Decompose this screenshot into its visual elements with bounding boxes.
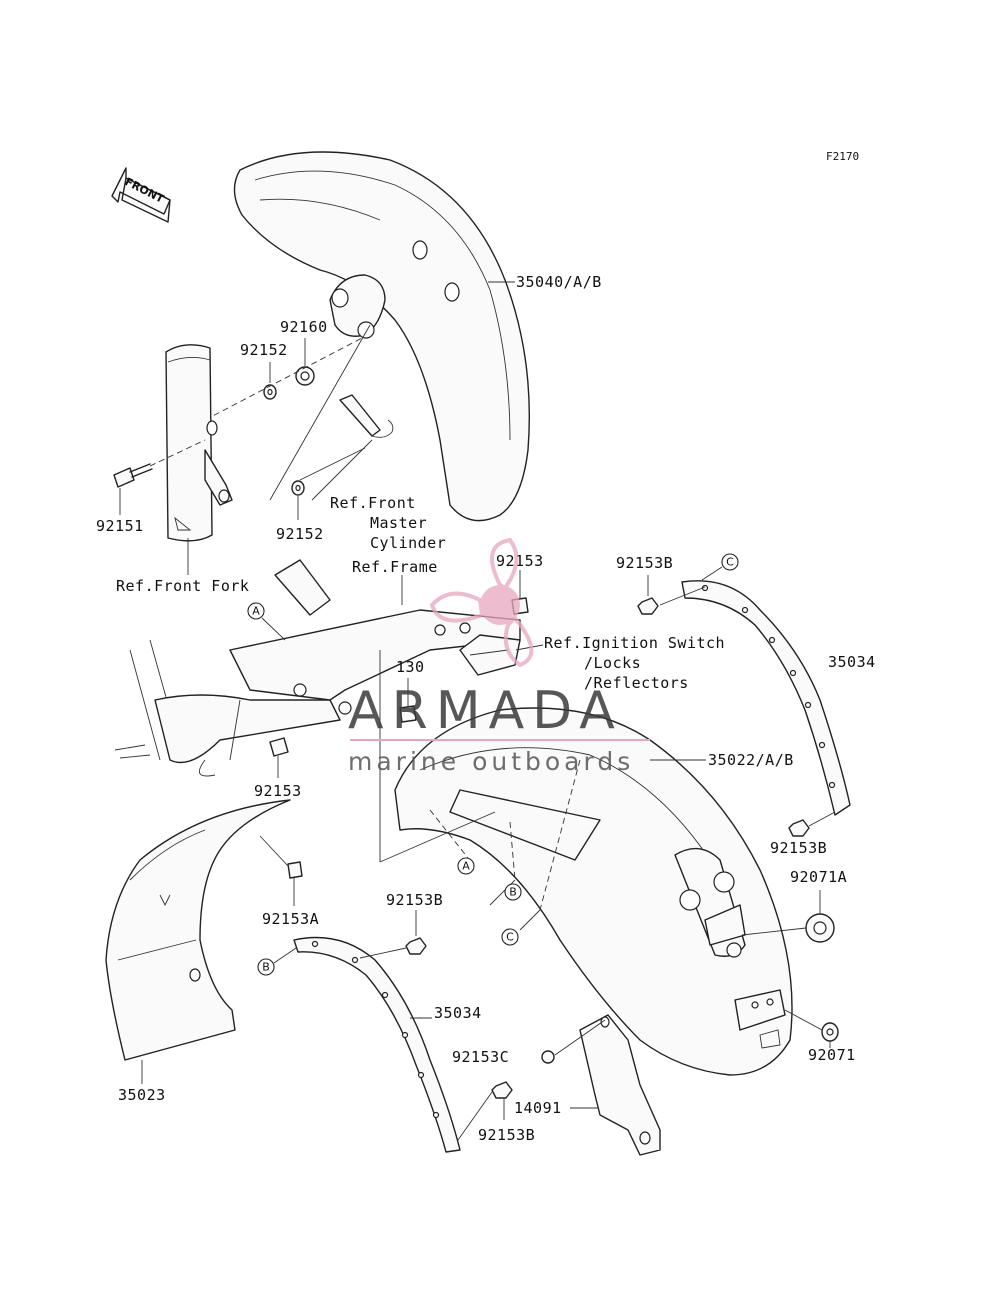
nut-92153b-bottom — [491, 1081, 513, 1099]
callout-c-fender: C — [501, 928, 519, 946]
label-92153c: 92153C — [452, 1048, 509, 1066]
ref-master-cylinder-line1: Ref.Front — [330, 494, 416, 512]
clip-92153a — [287, 861, 303, 879]
label-92071a: 92071A — [790, 868, 847, 886]
label-35022: 35022/A/B — [708, 751, 794, 769]
watermark-brand: ARMADA — [348, 681, 623, 741]
label-92151: 92151 — [96, 517, 144, 535]
label-92153a: 92153A — [262, 910, 319, 928]
bolt-92151 — [113, 463, 153, 488]
callout-a-frame: A — [247, 602, 265, 620]
figure-code: F2170 — [826, 150, 859, 163]
ref-master-cylinder-line3: Cylinder — [370, 534, 446, 552]
front-fork-tube — [165, 344, 233, 542]
ref-front-fork: Ref.Front Fork — [116, 577, 249, 595]
washer-92152-bottom — [291, 480, 305, 496]
label-92153b-top: 92153B — [616, 554, 673, 572]
ref-ignition-line2: /Locks — [584, 654, 641, 672]
bolt-92153-left — [269, 737, 289, 757]
label-130: 130 — [396, 658, 425, 676]
label-35034-right: 35034 — [828, 653, 876, 671]
svg-text:C: C — [726, 556, 734, 569]
clip-92153c — [541, 1050, 555, 1064]
svg-text:A: A — [252, 605, 260, 618]
nut-92153b-mid — [405, 937, 427, 955]
fender-stay-left — [293, 936, 461, 1153]
front-fender — [233, 151, 531, 522]
label-35023: 35023 — [118, 1086, 166, 1104]
callout-a-fender: A — [457, 857, 475, 875]
ref-ignition-line3: /Reflectors — [584, 674, 689, 692]
label-92160: 92160 — [280, 318, 328, 336]
label-92152-bottom: 92152 — [276, 525, 324, 543]
watermark-tagline: marine outboards — [348, 747, 634, 776]
callout-b-fender: B — [504, 883, 522, 901]
label-92153b-right: 92153B — [770, 839, 827, 857]
ref-ignition-line1: Ref.Ignition Switch — [544, 634, 725, 652]
front-arrow-icon: FRONT — [111, 167, 171, 223]
label-92153-left: 92153 — [254, 782, 302, 800]
brake-hose-bracket — [339, 394, 394, 438]
ref-master-cylinder-line2: Master — [370, 514, 427, 532]
label-35034-left: 35034 — [434, 1004, 482, 1022]
ref-frame: Ref.Frame — [352, 558, 438, 576]
label-92153b-bottom: 92153B — [478, 1126, 535, 1144]
label-92071: 92071 — [808, 1046, 856, 1064]
washer-92152-top — [263, 384, 277, 400]
nut-92153b-top — [637, 597, 659, 615]
label-35040: 35040/A/B — [516, 273, 602, 291]
label-92153-top: 92153 — [496, 552, 544, 570]
callout-c-stay: C — [721, 553, 739, 571]
frame-reference — [114, 559, 521, 777]
grommet-92071a — [805, 913, 835, 943]
svg-text:B: B — [509, 886, 517, 899]
inner-fender-35023 — [105, 799, 291, 1061]
label-92152-top: 92152 — [240, 341, 288, 359]
svg-text:C: C — [506, 931, 514, 944]
svg-text:B: B — [262, 961, 270, 974]
callout-b-stay: B — [257, 958, 275, 976]
label-14091: 14091 — [514, 1099, 562, 1117]
label-92153b-mid: 92153B — [386, 891, 443, 909]
nut-92153b-right — [788, 819, 810, 837]
svg-text:A: A — [462, 860, 470, 873]
armada-watermark: ARMADA marine outboards — [348, 537, 650, 776]
propeller-logo-icon — [429, 537, 534, 668]
bracket-14091 — [579, 1014, 661, 1156]
fender-stay-right — [681, 580, 851, 816]
spacer-92160 — [295, 366, 315, 386]
bolt-130 — [399, 705, 417, 723]
grommet-92071 — [821, 1022, 839, 1042]
rear-fender — [394, 707, 793, 1076]
